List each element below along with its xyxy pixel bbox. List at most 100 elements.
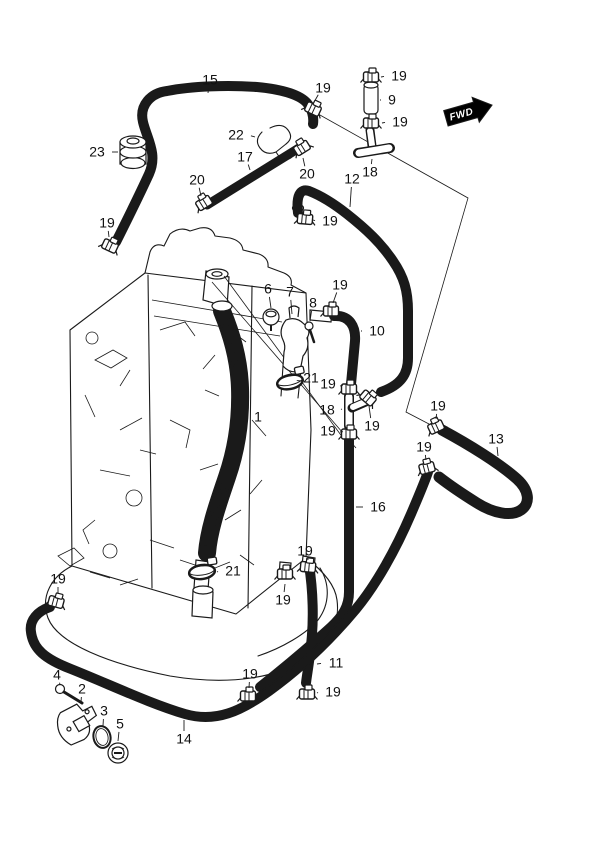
plug-5 [107, 742, 129, 764]
engine-valve-cover [144, 227, 307, 294]
engine-front-edge [147, 274, 153, 589]
part-label-19: 19 [430, 398, 446, 414]
leader-line [302, 157, 306, 167]
leader-line [380, 76, 385, 78]
part-label-23: 23 [89, 144, 105, 160]
tee-joint-18-top [353, 125, 395, 158]
part-label-18: 18 [362, 164, 378, 180]
part-label-10: 10 [369, 323, 385, 339]
part-label-19: 19 [50, 571, 66, 587]
o-ring-3 [92, 725, 112, 749]
leader-line [496, 446, 499, 457]
engine-casting-details [57, 299, 283, 586]
part-label-19: 19 [242, 666, 258, 682]
part-label-16: 16 [370, 499, 386, 515]
leader-line [381, 122, 386, 124]
leader-line [312, 94, 319, 105]
leader-line [247, 164, 251, 171]
part-label-14: 14 [176, 731, 192, 747]
hose-10-inner [330, 312, 359, 388]
thermostat-port-hole [211, 271, 223, 277]
hose-1-rib-lower [200, 479, 233, 548]
hose-clamp-icon [237, 686, 259, 702]
leader-line [107, 230, 110, 238]
fwd-marker: FWD [443, 96, 493, 127]
leader-line [250, 135, 256, 138]
part-label-21: 21 [303, 370, 319, 386]
leader-line [349, 186, 352, 208]
leader-line [316, 692, 319, 694]
part-label-8: 8 [309, 295, 317, 311]
engine-cowl-inner-edge [257, 567, 328, 657]
fwd-arrow-icon [443, 96, 493, 127]
retainer-clip-22 [256, 124, 295, 160]
engine-block [44, 203, 339, 681]
hose-clamp-icon [296, 557, 319, 574]
part-label-12: 12 [344, 171, 360, 187]
leader-line [117, 731, 120, 742]
leader-line [198, 187, 202, 197]
part-label-9: 9 [388, 92, 396, 108]
hose-clamp-icon [296, 684, 318, 700]
hose-clamp-icon [44, 592, 66, 611]
install-reference-line [310, 109, 469, 425]
part-label-15: 15 [202, 72, 218, 88]
leader-line [370, 158, 373, 165]
part-label-19: 19 [391, 68, 407, 84]
engine-lower-cowl [44, 557, 339, 681]
part-label-11: 11 [329, 655, 344, 671]
hose-1-corrugation [200, 300, 245, 548]
hose-clamp-icon [427, 416, 449, 437]
hose-clamp-icon [360, 67, 382, 83]
part-label-19: 19 [275, 592, 291, 608]
leader-line [290, 299, 293, 315]
hose-clamp-icon [195, 192, 216, 214]
leader-line [339, 384, 343, 387]
part-label-19: 19 [99, 215, 115, 231]
leader-line [309, 310, 312, 322]
part-label-20: 20 [189, 172, 205, 188]
engine-side-edge [247, 285, 253, 609]
bolt-8 [304, 321, 316, 344]
hose-clamp-icon [417, 457, 439, 477]
part-label-7: 7 [286, 284, 294, 300]
hose-16-inner [256, 433, 353, 691]
hose-clamp-icon [338, 424, 360, 440]
hose-14-inner [27, 468, 432, 721]
leader-line [268, 296, 272, 309]
hose-clamp-icon [274, 564, 296, 580]
hose-11-inner [302, 561, 317, 687]
hose-clamp-icon [356, 389, 378, 409]
oil-pan-cylinder-top [192, 585, 214, 595]
fitting-2 [56, 703, 98, 746]
leader-line [435, 413, 438, 420]
leader-line [207, 87, 210, 94]
hose-13-inner [435, 426, 532, 518]
hose-clamp-icon [360, 113, 382, 129]
part-label-19: 19 [322, 213, 338, 229]
part-label-19: 19 [320, 423, 336, 439]
leader-line [312, 219, 316, 221]
part-label-3: 3 [100, 703, 108, 719]
leader-line [424, 454, 427, 461]
leader-line [283, 583, 286, 593]
hoses [25, 81, 533, 722]
part-label-21: 21 [225, 563, 241, 579]
part-label-19: 19 [416, 439, 432, 455]
hose-clamp-icon [338, 379, 360, 395]
grommet-23 [119, 135, 147, 170]
hose-clamp-icon [97, 236, 119, 256]
hose-clamp-icon [320, 301, 342, 317]
part-label-19: 19 [315, 80, 331, 96]
part-label-19: 19 [297, 543, 313, 559]
part-label-18: 18 [319, 402, 335, 418]
part-label-13: 13 [488, 431, 504, 447]
part-label-19: 19 [325, 684, 341, 700]
part-label-2: 2 [78, 681, 86, 697]
part-label-5: 5 [116, 716, 124, 732]
part-label-6: 6 [264, 281, 272, 297]
band-clamp-icon [276, 365, 305, 391]
part-label-4: 4 [53, 667, 61, 683]
band-clamp-icon [187, 556, 218, 581]
